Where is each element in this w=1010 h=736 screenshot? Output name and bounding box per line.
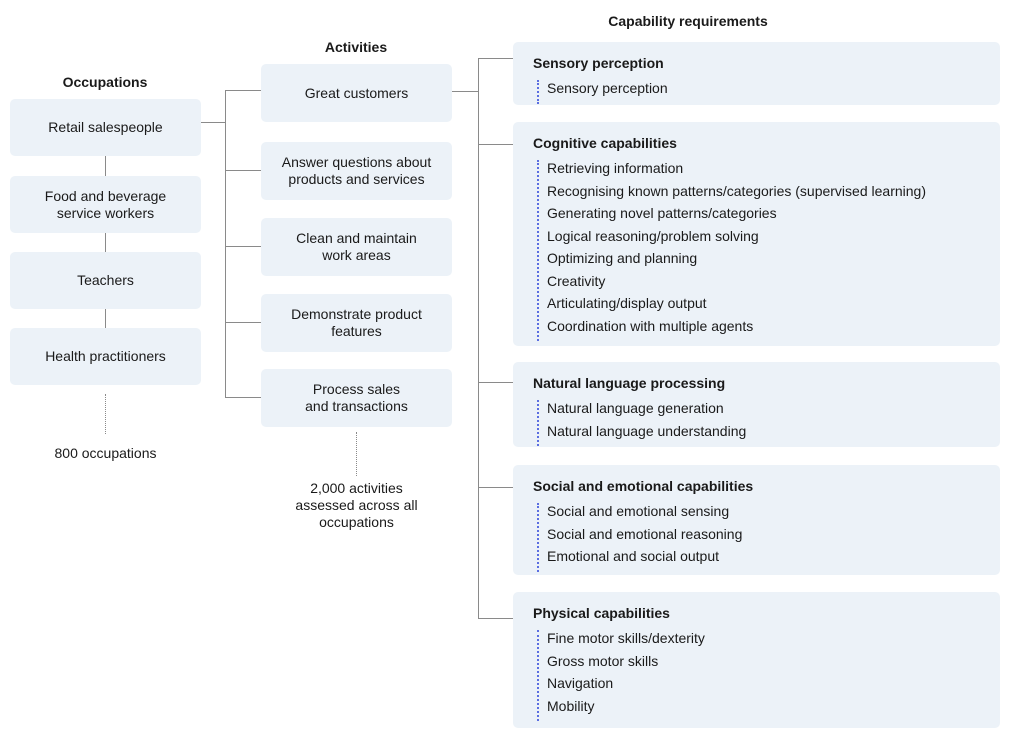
occupation-connector (105, 309, 106, 328)
capability-branch (478, 382, 513, 383)
occupations-heading: Occupations (62, 74, 148, 90)
capability-item: Logical reasoning/problem solving (547, 227, 759, 244)
activity-branch (225, 90, 261, 91)
activity-label: Clean and maintain work areas (296, 230, 417, 263)
capability-title: Natural language processing (533, 375, 726, 391)
capability-item: Mobility (547, 697, 595, 714)
activity-box: Process sales and transactions (261, 369, 452, 427)
capability-title: Cognitive capabilities (533, 135, 677, 151)
capability-branch (478, 487, 513, 488)
capability-item: Fine motor skills/dexterity (547, 630, 705, 646)
capability-item: Social and emotional reasoning (547, 525, 743, 542)
activity-label: Answer questions about products and serv… (281, 154, 432, 187)
capability-branch (478, 58, 513, 59)
activities-heading: Activities (324, 39, 388, 55)
capability-item: Natural language generation (547, 400, 724, 416)
occupation-connector (105, 156, 106, 176)
activity-branch (225, 397, 261, 398)
capability-list: Natural language generation Natural lang… (533, 397, 1000, 446)
activity-branch (225, 322, 261, 323)
capability-item: Sensory perception (547, 80, 668, 96)
capability-item: Gross motor skills (547, 652, 659, 669)
capability-item: Social and emotional sensing (547, 503, 730, 519)
capability-branch (478, 144, 513, 145)
capability-item: Retrieving information (547, 160, 684, 176)
activity-box: Clean and maintain work areas (261, 218, 452, 276)
occupation-label: Teachers (77, 272, 134, 288)
activity-box: Great customers (261, 64, 452, 122)
capabilities-bracket-spine (478, 58, 479, 619)
activity-branch (225, 170, 261, 171)
capability-group-cognitive: Cognitive capabilities Retrieving inform… (513, 122, 1000, 346)
occupation-label: Health practitioners (45, 348, 166, 364)
occupation-activity-link (201, 122, 225, 123)
capability-title: Social and emotional capabilities (533, 478, 754, 494)
capability-item: Creativity (547, 272, 606, 289)
capability-group-nlp: Natural language processing Natural lang… (513, 362, 1000, 447)
activities-bracket-spine (225, 90, 226, 398)
capability-list: Fine motor skills/dexterity Gross motor … (533, 627, 1000, 721)
activity-capability-link (452, 91, 478, 92)
capability-title: Physical capabilities (533, 605, 670, 621)
capability-group-sensory: Sensory perception Sensory perception (513, 42, 1000, 105)
capability-list: Sensory perception (533, 77, 1000, 103)
occupation-box: Teachers (10, 252, 201, 309)
capability-title: Sensory perception (533, 55, 664, 71)
capabilities-heading: Capability requirements (608, 13, 768, 29)
occupation-box: Retail salespeople (10, 99, 201, 156)
capability-item: Generating novel patterns/categories (547, 205, 777, 221)
activity-label: Process sales and transactions (305, 381, 408, 414)
activity-label: Demonstrate product features (291, 306, 422, 339)
occupations-dotted-connector (105, 394, 106, 434)
occupation-connector (105, 233, 106, 252)
activity-box: Demonstrate product features (261, 294, 452, 352)
capability-item: Recognising known patterns/categories (s… (547, 182, 926, 199)
capability-item: Navigation (547, 675, 614, 691)
capability-list: Social and emotional sensing Social and … (533, 500, 1000, 571)
occupation-box: Health practitioners (10, 328, 201, 385)
occupation-label: Retail salespeople (48, 119, 163, 135)
activity-label: Great customers (304, 84, 409, 101)
capability-group-social-emotional: Social and emotional capabilities Social… (513, 465, 1000, 575)
activities-dotted-connector (356, 432, 357, 476)
capability-group-physical: Physical capabilities Fine motor skills/… (513, 592, 1000, 728)
capability-item: Optimizing and planning (547, 250, 698, 266)
capability-list: Retrieving information Recognising known… (533, 157, 1000, 341)
occupation-label: Food and beverage service workers (44, 187, 167, 221)
activities-caption: 2,000 activities assessed across all occ… (295, 480, 418, 530)
activity-box: Answer questions about products and serv… (261, 142, 452, 200)
occupations-caption: 800 occupations (54, 445, 157, 461)
capability-item: Emotional and social output (547, 548, 719, 564)
occupation-box: Food and beverage service workers (10, 176, 201, 233)
capability-item: Articulating/display output (547, 295, 707, 311)
capability-branch (478, 618, 513, 619)
activity-branch (225, 246, 261, 247)
capability-item: Natural language understanding (547, 422, 747, 439)
capability-item: Coordination with multiple agents (547, 317, 754, 334)
